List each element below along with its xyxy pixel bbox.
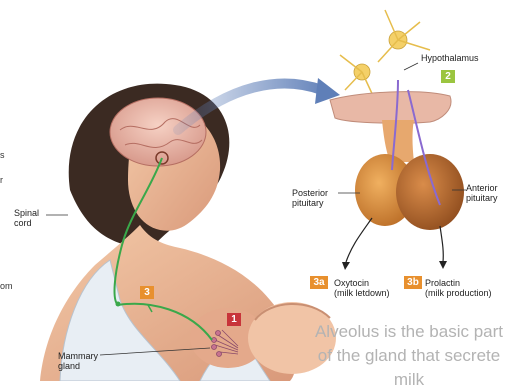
oxytocin-arrow [346,218,372,262]
badge-step-3b: 3b [404,276,422,289]
edge-fragment: s [0,150,10,160]
brain [110,98,206,166]
badge-step-3: 3 [140,286,154,299]
badge-step-3a: 3a [310,276,328,289]
hypothalamus-base [330,92,451,124]
label-prolactin: Prolactin (milk production) [425,278,492,298]
edge-fragment: om [0,281,10,291]
prolactin-arrow [440,226,443,262]
alveolus-caption: Alveolus is the basic part of the gland … [306,320,512,392]
badge-step-1: 1 [227,313,241,326]
label-mammary-gland: Mammary gland [58,351,98,371]
label-anterior-pituitary: Anterior pituitary [466,183,498,203]
edge-fragment: r [0,175,10,185]
label-oxytocin: Oxytocin (milk letdown) [334,278,390,298]
label-spinal-cord: Spinal cord [14,208,39,228]
badge-step-2: 2 [441,70,455,83]
hypothalamus-neurons [340,10,430,100]
anterior-pituitary-lobe [396,154,464,230]
label-posterior-pituitary: Posterior pituitary [292,188,328,208]
label-hypothalamus: Hypothalamus [421,53,479,63]
